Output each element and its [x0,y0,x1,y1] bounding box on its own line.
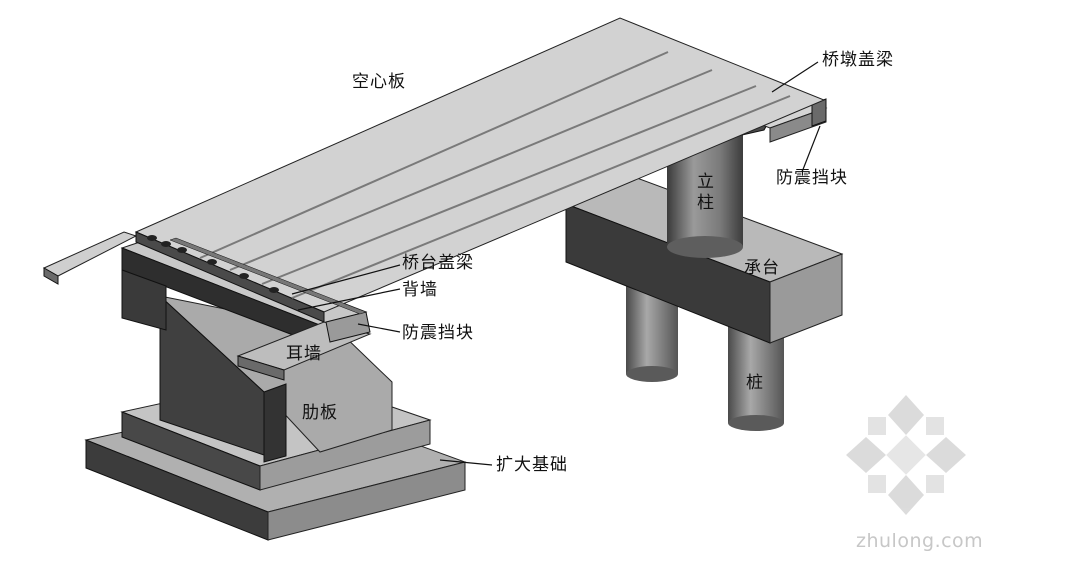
leader-lines [291,61,821,466]
label-seismic-block-pier: 防震挡块 [776,168,848,188]
label-spread-foundation: 扩大基础 [496,455,568,475]
hollow-slab [134,17,826,323]
seismic-block-abutment [325,311,371,343]
label-seismic-block-abutment: 防震挡块 [402,323,474,343]
label-ear-wall: 耳墙 [286,344,322,364]
label-column: 立柱 [693,172,713,214]
back-wall [169,237,367,315]
label-pile-cap: 承台 [744,258,780,278]
label-pier-cap-beam: 桥墩盖梁 [822,50,894,70]
label-rib-plate: 肋板 [302,403,338,423]
label-hollow-slab: 空心板 [352,72,406,92]
watermark-text: zhulong.com [856,530,984,552]
zhulong-logo-icon [846,395,966,515]
label-abutment-cap-beam: 桥台盖梁 [402,253,474,273]
label-back-wall: 背墙 [402,280,438,300]
abutment-assembly [42,231,467,541]
label-pile: 桩 [746,373,764,393]
